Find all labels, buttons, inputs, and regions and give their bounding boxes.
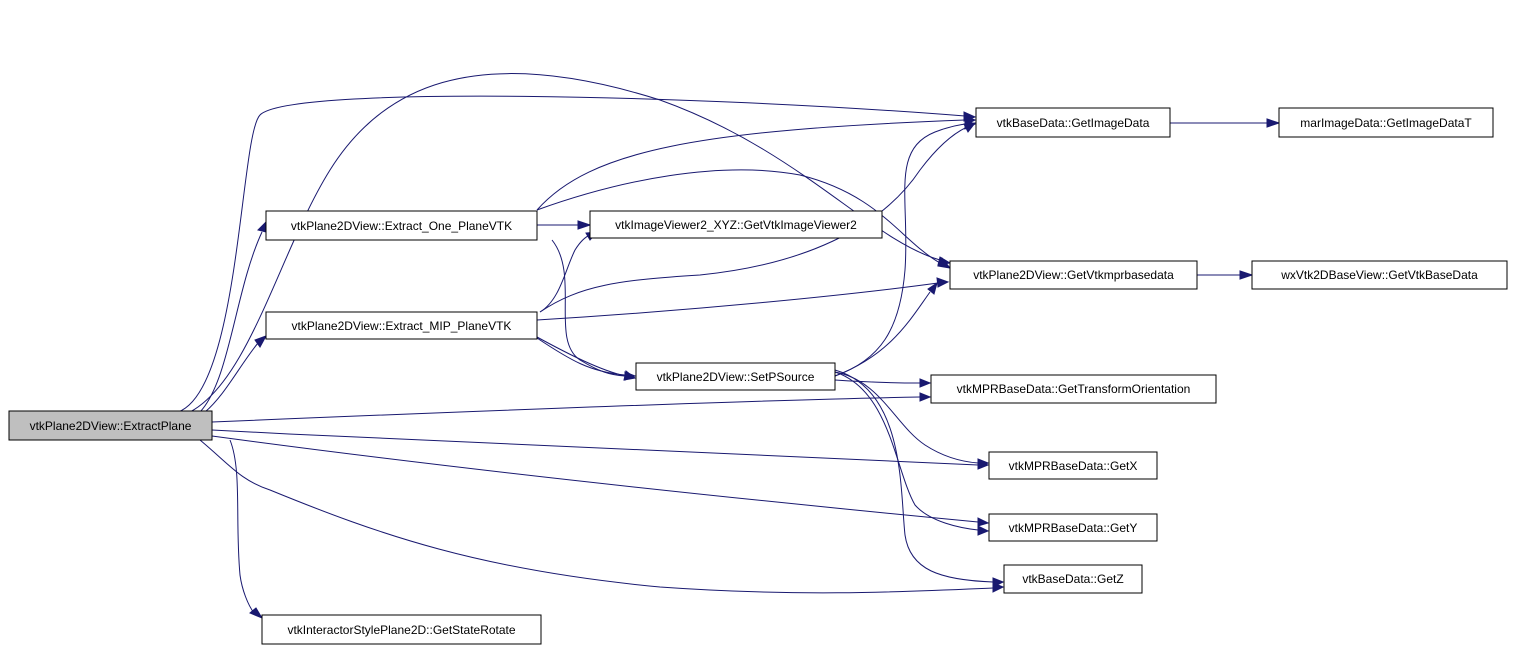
svg-text:vtkMPRBaseData::GetY: vtkMPRBaseData::GetY [1009, 521, 1138, 535]
svg-text:vtkPlane2DView::ExtractPlane: vtkPlane2DView::ExtractPlane [30, 419, 192, 433]
svg-text:vtkBaseData::GetZ: vtkBaseData::GetZ [1022, 572, 1123, 586]
svg-text:marImageData::GetImageDataT: marImageData::GetImageDataT [1300, 116, 1472, 130]
node-get-image-data[interactable]: vtkBaseData::GetImageData [975, 107, 1171, 138]
edge-extract-mip-to-set-psource [536, 336, 637, 381]
svg-text:vtkPlane2DView::SetPSource: vtkPlane2DView::SetPSource [657, 370, 815, 384]
node-get-vtk-base-data[interactable]: wxVtk2DBaseView::GetVtkBaseData [1251, 260, 1508, 290]
node-extract-plane[interactable]: vtkPlane2DView::ExtractPlane [8, 410, 213, 441]
svg-text:vtkMPRBaseData::GetX: vtkMPRBaseData::GetX [1009, 459, 1138, 473]
edge-extractplane-to-get-z [199, 439, 1005, 594]
svg-text:vtkBaseData::GetImageData: vtkBaseData::GetImageData [997, 116, 1150, 130]
edge-set-psource-to-get-x [834, 371, 990, 469]
node-set-psource[interactable]: vtkPlane2DView::SetPSource [635, 362, 836, 391]
edge-get-vtkmprbasedata-to-get-vtk-base-data [1197, 270, 1254, 280]
svg-text:vtkInteractorStylePlane2D::Get: vtkInteractorStylePlane2D::GetStateRotat… [287, 623, 515, 637]
node-get-image-data-t[interactable]: marImageData::GetImageDataT [1278, 107, 1494, 138]
edge-get-image-data-to-get-image-data-t [1170, 118, 1281, 128]
node-get-y[interactable]: vtkMPRBaseData::GetY [988, 513, 1158, 542]
svg-text:vtkMPRBaseData::GetTransformOr: vtkMPRBaseData::GetTransformOrientation [957, 382, 1191, 396]
svg-text:vtkPlane2DView::GetVtkmprbased: vtkPlane2DView::GetVtkmprbasedata [973, 268, 1174, 282]
edge-extract-one-to-get-image-data [536, 115, 977, 211]
edge-extract-mip-to-get-vtkmprbasedata [536, 277, 950, 321]
edge-set-psource-to-get-vtkmprbasedata [834, 281, 938, 377]
edge-extractplane-to-get-y [211, 435, 990, 527]
node-get-state-rotate[interactable]: vtkInteractorStylePlane2D::GetStateRotat… [261, 614, 542, 645]
svg-text:wxVtk2DBaseView::GetVtkBaseDat: wxVtk2DBaseView::GetVtkBaseData [1280, 268, 1478, 282]
node-get-x[interactable]: vtkMPRBaseData::GetX [988, 451, 1158, 480]
edge-extractplane-to-get-x [211, 429, 990, 470]
edge-extractplane-to-get-vtkmprbasedata [189, 73, 952, 413]
node-get-transform-orientation[interactable]: vtkMPRBaseData::GetTransformOrientation [930, 374, 1217, 404]
edge-set-psource-to-get-z [834, 369, 1005, 588]
node-get-vtkmprbasedata[interactable]: vtkPlane2DView::GetVtkmprbasedata [949, 260, 1198, 290]
svg-text:vtkImageViewer2_XYZ::GetVtkIma: vtkImageViewer2_XYZ::GetVtkImageViewer2 [615, 218, 857, 232]
node-get-z[interactable]: vtkBaseData::GetZ [1003, 564, 1143, 594]
edge-extract-one-to-get-vtkmprbasedata [536, 169, 952, 269]
svg-text:vtkPlane2DView::Extract_MIP_Pl: vtkPlane2DView::Extract_MIP_PlaneVTK [292, 319, 512, 333]
edge-extractplane-to-get-transform-orientation [211, 392, 932, 423]
node-get-vtk-image-viewer2[interactable]: vtkImageViewer2_XYZ::GetVtkImageViewer2 [589, 210, 883, 239]
edge-extract-mip-to-get-vtk-image-viewer2 [539, 231, 599, 313]
edge-set-psource-to-get-image-data [834, 119, 977, 377]
node-extract-one-plane-vtk[interactable]: vtkPlane2DView::Extract_One_PlaneVTK [265, 210, 538, 241]
edge-extractplane-to-extract-mip [204, 335, 268, 413]
edge-set-psource-to-get-y [834, 371, 990, 536]
edge-set-psource-to-get-transform-orientation [834, 378, 932, 388]
edge-extract-one-to-set-psource-upper [536, 337, 626, 376]
edge-extractplane-to-extract-one [199, 220, 267, 413]
edge-extract-one-to-get-vtk-image-viewer2 [537, 220, 592, 230]
node-extract-mip-plane-vtk[interactable]: vtkPlane2DView::Extract_MIP_PlaneVTK [265, 311, 538, 340]
edge-extract-one-to-set-psource [551, 239, 637, 381]
edge-extractplane-to-get-state-rotate [229, 439, 264, 620]
edge-extractplane-to-get-image-data [177, 95, 977, 413]
svg-text:vtkPlane2DView::Extract_One_Pl: vtkPlane2DView::Extract_One_PlaneVTK [291, 219, 512, 233]
